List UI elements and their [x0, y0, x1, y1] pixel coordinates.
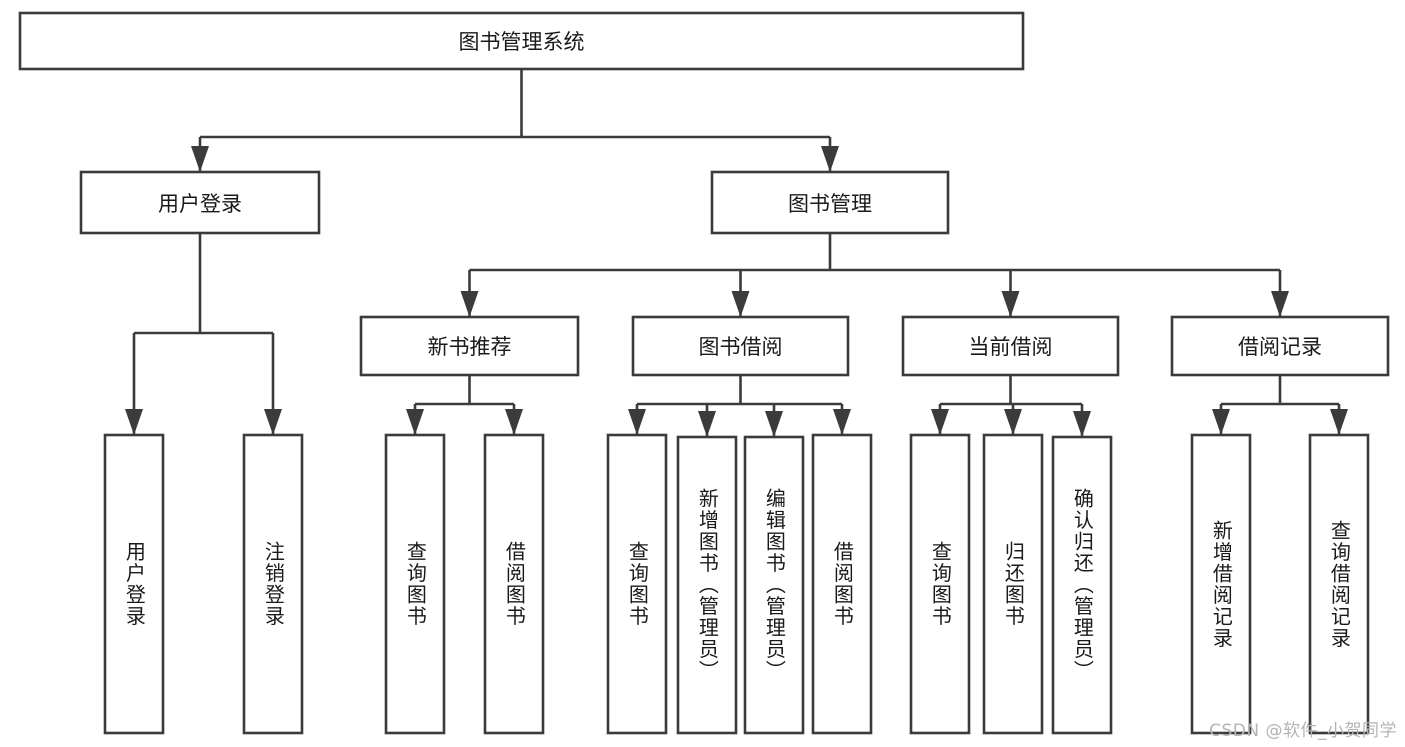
arrow-head-icon — [1001, 291, 1020, 317]
arrow-head-icon — [1004, 409, 1022, 435]
node-box-leaf-query-book-3[interactable] — [909, 433, 971, 735]
arrow-head-icon — [698, 411, 716, 437]
node-box-current-borrow[interactable] — [901, 315, 1120, 377]
node-box-new-book-rec[interactable] — [359, 315, 580, 377]
arrow-head-icon — [731, 291, 750, 317]
node-box-book-manage[interactable] — [710, 170, 950, 235]
boxes-layer — [18, 11, 1390, 735]
arrow-head-icon — [1073, 411, 1091, 437]
node-box-leaf-add-book[interactable] — [676, 435, 738, 735]
arrow-head-icon — [125, 409, 143, 435]
arrow-head-icon — [1271, 291, 1289, 317]
node-box-book-borrow[interactable] — [631, 315, 850, 377]
watermark-text: CSDN @软件_小贺同学 — [1209, 721, 1397, 741]
arrow-head-icon — [931, 409, 949, 435]
arrow-head-icon — [505, 409, 523, 435]
node-box-leaf-logout[interactable] — [242, 433, 304, 735]
node-box-leaf-return-book[interactable] — [982, 433, 1044, 735]
node-box-user-login[interactable] — [79, 170, 321, 235]
node-box-leaf-confirm-return[interactable] — [1051, 435, 1113, 735]
arrow-head-icon — [821, 146, 839, 172]
node-box-leaf-user-login[interactable] — [103, 433, 165, 735]
arrow-head-icon — [460, 291, 479, 317]
arrow-head-icon — [628, 409, 646, 435]
node-box-leaf-add-record[interactable] — [1190, 433, 1252, 735]
connectors-layer — [125, 69, 1348, 437]
node-box-leaf-query-book-2[interactable] — [606, 433, 668, 735]
node-box-leaf-edit-book[interactable] — [743, 435, 805, 735]
node-box-leaf-query-book-1[interactable] — [384, 433, 446, 735]
node-box-root[interactable] — [18, 11, 1025, 71]
arrow-head-icon — [191, 146, 209, 172]
node-box-leaf-borrow-book-2[interactable] — [811, 433, 873, 735]
arrow-head-icon — [833, 409, 851, 435]
arrow-head-icon — [1330, 409, 1348, 435]
arrow-head-icon — [264, 409, 282, 435]
node-box-leaf-borrow-book-1[interactable] — [483, 433, 545, 735]
arrow-head-icon — [765, 411, 783, 437]
node-box-leaf-query-record[interactable] — [1308, 433, 1370, 735]
arrow-head-icon — [406, 409, 424, 435]
node-box-borrow-record[interactable] — [1170, 315, 1390, 377]
arrow-head-icon — [1212, 409, 1230, 435]
